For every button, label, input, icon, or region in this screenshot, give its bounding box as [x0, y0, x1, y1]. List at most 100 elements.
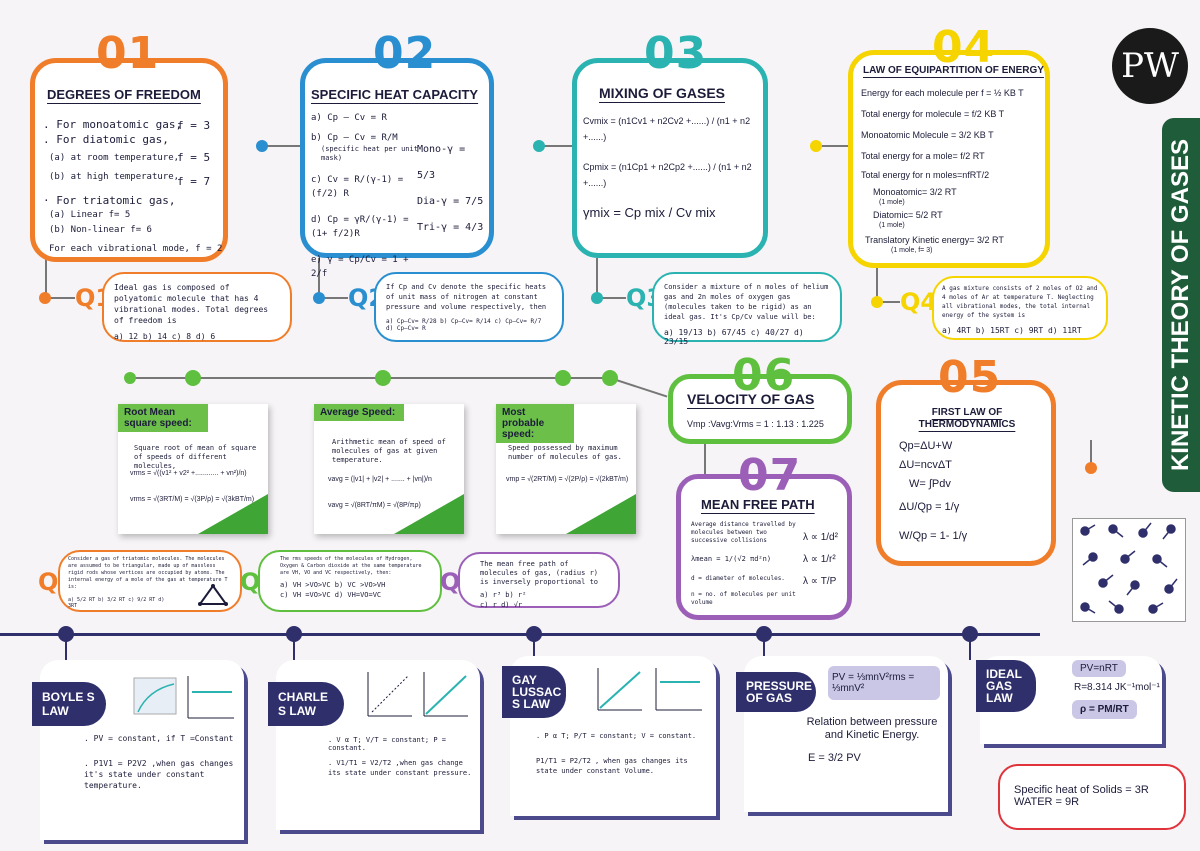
- gas-molecules-illustration: [1072, 518, 1186, 622]
- card-formula: vrms = √((v1² + v2² +............ + vn²)…: [130, 470, 247, 477]
- mfp-line: Average distance travelled by molecules …: [691, 521, 796, 544]
- section-first-law: FIRST LAW OF THERMODYNAMICS Qp=ΔU+W ΔU=n…: [876, 380, 1056, 566]
- question-text: A gas mixture consists of 2 moles of O2 …: [942, 285, 1098, 319]
- question-options: a) 19/13 b) 67/45 c) 40/27 d) 23/15: [664, 328, 804, 346]
- thermo-line: W= ∫Pdv: [909, 478, 951, 490]
- timeline-dot: [286, 626, 302, 642]
- ideal-formula: PV=nRT: [1072, 660, 1126, 677]
- equip-line: Diatomic= 5/2 RT: [873, 210, 943, 220]
- card-formula: vmp = √(2RT/M) = √(2P/ρ) = √(2kBT/m): [506, 476, 629, 483]
- thermo-line: ΔU=ncvΔT: [899, 459, 952, 471]
- dof-line: (a) at room temperature,: [49, 153, 180, 163]
- section-mean-free-path: MEAN FREE PATH Average distance travelle…: [676, 474, 852, 620]
- gamma-value: Tri-γ = 4/3: [417, 222, 484, 233]
- timeline-dot: [526, 626, 542, 642]
- vt-graph-icon: [367, 672, 468, 717]
- section-title: VELOCITY OF GAS: [687, 391, 815, 407]
- gamma-value: Dia-γ = 7/5: [417, 196, 484, 207]
- connector-dot: [810, 140, 822, 152]
- mix-formula: Cvmix = (n1Cv1 + n2Cv2 +......) / (n1 + …: [583, 116, 751, 142]
- mfp-relation: λ ∝ 1/d²: [803, 532, 838, 543]
- card-average-speed: Average Speed: Arithmetic mean of speed …: [314, 404, 464, 534]
- law-line: . V1/T1 = V2/T2 ,when gas change its sta…: [328, 759, 472, 777]
- thermo-line: ΔU/Qp = 1/γ: [899, 501, 960, 513]
- section-title: FIRST LAW OF THERMODYNAMICS: [918, 407, 1016, 430]
- dof-value: f = 7: [177, 175, 211, 188]
- section-number: 06: [732, 350, 796, 401]
- question-options: a) 5/2 RT b) 3/2 RT c) 9/2 RT d) 3RT: [68, 597, 165, 609]
- mfp-line: n = no. of molecules per unit volume: [691, 591, 796, 606]
- question-label: Q4: [900, 288, 938, 316]
- triangle-icon: [198, 584, 228, 606]
- timeline-dot: [962, 626, 978, 642]
- law-line: . V α T; V/T = constant; P = constant.: [328, 736, 447, 752]
- question-text: The rms speeds of the molecules of Hydro…: [280, 556, 422, 576]
- section-number: 02: [373, 28, 437, 79]
- heat-line: d) Cp = γR/(γ-1) = (1+ f/2)R: [311, 215, 409, 239]
- question-options: a) 12 b) 14 c) 8 d) 6: [114, 332, 216, 341]
- sidebar-title: KINETIC THEORY OF GASES: [1167, 138, 1194, 472]
- section-title: SPECIFIC HEAT CAPACITY: [311, 87, 479, 102]
- thermo-line: Qp=ΔU+W: [899, 440, 953, 452]
- dof-line: (b) at high temperature,: [49, 172, 180, 182]
- section-number: 07: [738, 450, 802, 501]
- ideal-formula: R=8.314 JK⁻¹mol⁻¹: [1074, 682, 1160, 693]
- equip-line: Total energy for a mole= f/2 RT: [861, 151, 985, 161]
- law-tag: GAY LUSSAC S LAW: [502, 666, 566, 718]
- section-mixing-gases: MIXING OF GASES Cvmix = (n1Cv1 + n2Cv2 +…: [572, 58, 768, 258]
- connector-dot: [1085, 462, 1097, 474]
- section-number: 04: [932, 22, 996, 73]
- question-text: If Cp and Cv denote the specific heats o…: [386, 283, 547, 311]
- thermo-line: W/Qp = 1- 1/γ: [899, 530, 968, 542]
- sidebar: [1162, 118, 1200, 492]
- law-line: . P1V1 = P2V2 ,when gas changes it's sta…: [84, 759, 234, 790]
- connector-dot: [555, 370, 571, 386]
- card-tag: Most probable speed:: [496, 404, 574, 443]
- pressure-formula: PV = ⅓mnV²rms = ⅓mnV²: [828, 666, 940, 700]
- heat-line: a) Cp – Cv = R: [311, 113, 387, 123]
- card-desc: Arithmetic mean of speed of molecules of…: [332, 438, 446, 464]
- dof-line: (b) Non-linear f= 6: [49, 225, 152, 235]
- connector-dot: [533, 140, 545, 152]
- equip-line: (1 mole, f= 3): [891, 247, 933, 254]
- connector-dot: [39, 292, 51, 304]
- question-text: Ideal gas is composed of polyatomic mole…: [114, 283, 269, 325]
- equip-line: (1 mole): [879, 222, 905, 229]
- question-q7: The mean free path of molecules of gas, …: [458, 552, 620, 609]
- question-text: Consider a mixture of n moles of helium …: [664, 283, 829, 321]
- card-tag: Root Mean square speed:: [118, 404, 208, 432]
- law-line: P1/T1 = P2/T2 , when gas changes its sta…: [536, 757, 688, 775]
- law-tag: CHARLE S LAW: [268, 682, 344, 726]
- equip-line: Monoatomic Molecule = 3/2 KB T: [861, 130, 994, 140]
- connector-dot: [124, 372, 136, 384]
- question-options: a) r³ b) r²: [480, 591, 527, 599]
- card-formula: vrms = √(3RT/M) = √(3P/ρ) = √(3kBT/m): [130, 496, 255, 503]
- section-title: MEAN FREE PATH: [701, 497, 815, 512]
- card-ideal-gas-law: IDEAL GAS LAW PV=nRT R=8.314 JK⁻¹mol⁻¹ ρ…: [976, 656, 1162, 744]
- card-tag: Average Speed:: [314, 404, 404, 421]
- equip-line: Energy for each molecule per f = ½ KB T: [861, 88, 1024, 98]
- mfp-line: d = diameter of molecules.: [691, 575, 785, 582]
- question-options: a) VH >VO>VC b) VC >VO>VH: [280, 581, 386, 589]
- section-title: LAW OF EQUIPARTITION OF ENERGY: [863, 65, 1044, 76]
- section-number: 05: [938, 352, 1002, 403]
- law-line: Relation between pressure and Kinetic En…: [806, 716, 938, 741]
- solids-line: WATER = 9R: [1014, 796, 1080, 808]
- solids-line: Specific heat of Solids = 3R: [1014, 784, 1149, 796]
- card-formula: vavg = (|v1| + |v2| + ....... + |vn|)/n: [328, 476, 432, 483]
- section-number: 03: [644, 28, 708, 79]
- pt-graph-icon: [597, 668, 702, 711]
- dof-line: (a) Linear f= 5: [49, 210, 131, 220]
- law-tag: PRESSURE OF GAS: [736, 672, 816, 712]
- connector-dot: [256, 140, 268, 152]
- card-desc: Square root of mean of square of speeds …: [134, 444, 257, 470]
- pv-graph-icon: [133, 676, 234, 719]
- section-velocity: VELOCITY OF GAS Vmp :Vavg:Vrms = 1 : 1.1…: [668, 374, 852, 444]
- question-options: c) VH =VO>VC d) VH=VO=VC: [280, 591, 382, 599]
- section-degrees-of-freedom: DEGREES OF FREEDOM . For monoatomic gas,…: [30, 58, 228, 262]
- question-q1: Ideal gas is composed of polyatomic mole…: [102, 272, 292, 342]
- question-options: c) r d) √r: [480, 601, 523, 609]
- question-options: a) 4RT b) 15RT c) 9RT d) 11RT: [942, 326, 1082, 335]
- mfp-relation: λ ∝ 1/r²: [803, 554, 836, 565]
- dof-line: . For diatomic gas,: [43, 133, 169, 146]
